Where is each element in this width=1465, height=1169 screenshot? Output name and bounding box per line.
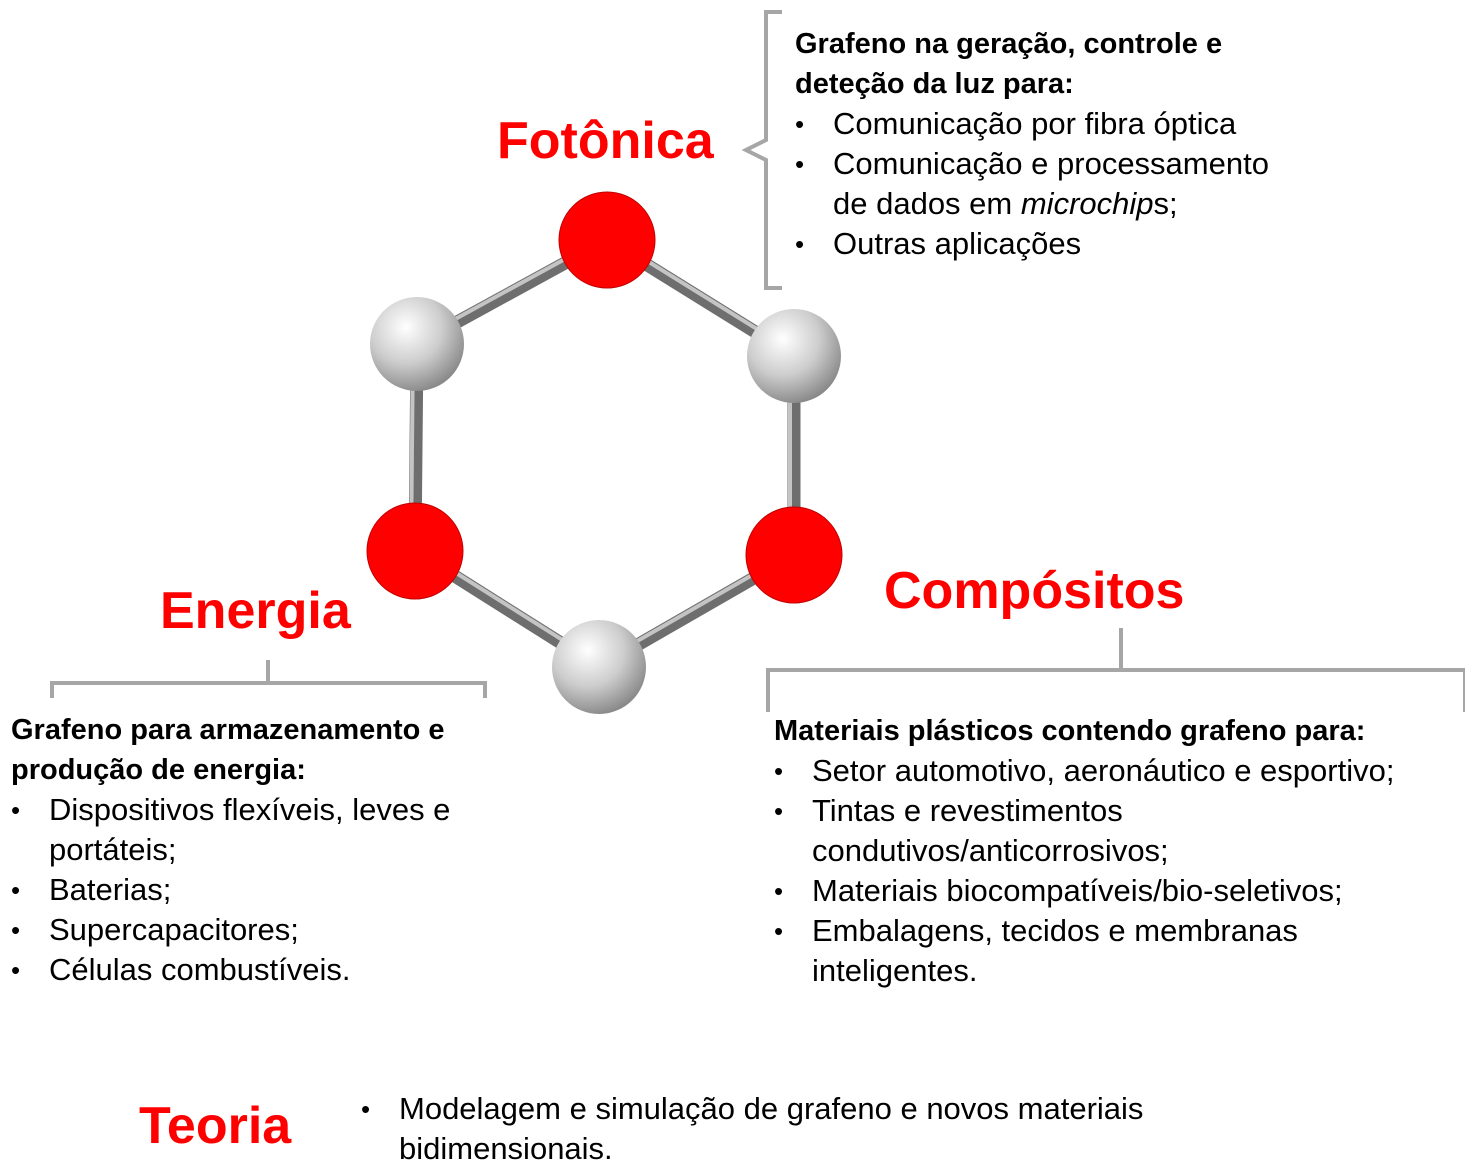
- list-item: Embalagens, tecidos e membranas intelige…: [774, 911, 1464, 991]
- fotonica-bracket: [741, 10, 782, 290]
- compositos-intro: Materiais plásticos contendo grafeno par…: [774, 715, 1366, 747]
- teoria-list: Modelagem e simulação de grafeno e novos…: [361, 1089, 1261, 1169]
- compositos-title: Compósitos: [884, 562, 1185, 620]
- atom-gray: [747, 309, 841, 403]
- list-item: Setor automotivo, aeronáutico e esportiv…: [774, 751, 1464, 791]
- list-item: Materiais biocompatíveis/bio-seletivos;: [774, 871, 1464, 911]
- compositos-description: Materiais plásticos contendo grafeno par…: [774, 711, 1464, 991]
- teoria-title: Teoria: [139, 1097, 292, 1155]
- list-item: Baterias;: [11, 870, 531, 910]
- energia-list: Dispositivos flexíveis, leves e portátei…: [11, 790, 531, 990]
- list-item: Modelagem e simulação de grafeno e novos…: [361, 1089, 1261, 1169]
- atom-red: [558, 191, 656, 289]
- compositos-bracket: [766, 628, 1465, 712]
- energia-bracket: [50, 660, 487, 698]
- list-item: Comunicação por fibra óptica: [795, 104, 1415, 144]
- list-item: Supercapacitores;: [11, 910, 531, 950]
- list-item: Tintas e revestimentos condutivos/antico…: [774, 791, 1464, 871]
- energia-description: Grafeno para armazenamento e produção de…: [11, 710, 531, 990]
- fotonica-intro: Grafeno na geração, controle e deteção d…: [795, 28, 1223, 100]
- atom-gray: [552, 620, 646, 714]
- fotonica-list: Comunicação por fibra óptica Comunicação…: [795, 104, 1415, 264]
- energia-intro: Grafeno para armazenamento e produção de…: [11, 714, 445, 786]
- teoria-description: Modelagem e simulação de grafeno e novos…: [361, 1089, 1261, 1169]
- atom-gray: [370, 297, 464, 391]
- energia-title: Energia: [160, 582, 351, 640]
- list-item: Comunicação e processamento de dados em …: [795, 144, 1415, 224]
- list-item: Dispositivos flexíveis, leves e portátei…: [11, 790, 531, 870]
- list-item: Células combustíveis.: [11, 950, 531, 990]
- compositos-list: Setor automotivo, aeronáutico e esportiv…: [774, 751, 1464, 991]
- list-item: Outras aplicações: [795, 224, 1415, 264]
- fotonica-description: Grafeno na geração, controle e deteção d…: [795, 24, 1415, 264]
- atom-red: [745, 506, 843, 604]
- fotonica-title: Fotônica: [497, 112, 714, 170]
- atom-red: [366, 502, 464, 600]
